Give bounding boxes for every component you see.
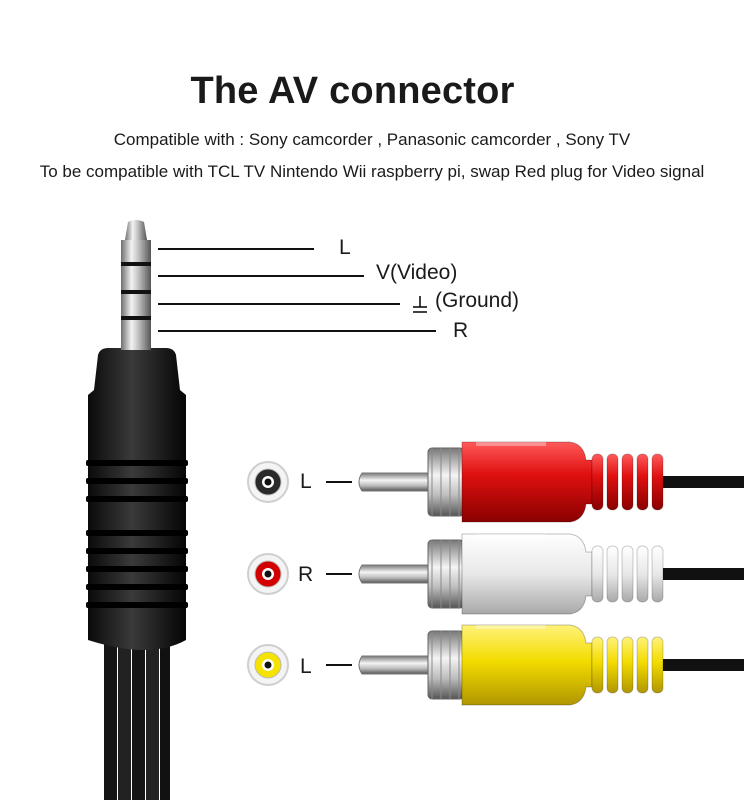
rca-pin-yellow — [358, 655, 431, 675]
rca-label-white: R — [298, 563, 314, 586]
trrs-sleeve — [121, 320, 151, 350]
trrs-cable — [104, 640, 170, 800]
rca-cable-red — [660, 476, 744, 488]
trrs-ring-1 — [121, 240, 151, 262]
rca-body-red — [461, 441, 593, 523]
rca-label-yellow: L — [300, 655, 312, 678]
rca-plug-red — [247, 441, 744, 523]
rca-label-red: L — [300, 470, 312, 493]
pinout-label-ground: (Ground) — [435, 289, 520, 312]
rca-plug-white — [247, 533, 744, 615]
pinout-label-r: R — [453, 319, 469, 342]
rca-cable-white — [660, 568, 744, 580]
rca-body-white — [461, 533, 593, 615]
ground-icon — [413, 296, 427, 313]
trrs-grip-ridges — [86, 460, 188, 608]
compatibility-line-1: Compatible with : Sony camcorder , Panas… — [113, 130, 631, 149]
rca-cable-yellow — [660, 659, 744, 671]
pinout-label-video: V(Video) — [376, 261, 458, 284]
rca-pin-white — [358, 564, 431, 584]
trrs-tip — [125, 220, 147, 240]
compatibility-line-2: To be compatible with TCL TV Nintendo Wi… — [39, 162, 705, 181]
page-title: The AV connector — [190, 70, 515, 112]
rca-pin-red — [358, 472, 431, 492]
trrs-ring-3 — [121, 294, 151, 316]
pinout-label-l: L — [339, 236, 351, 259]
rca-plug-yellow — [247, 624, 744, 706]
trrs-plug — [86, 220, 436, 800]
rca-body-yellow — [461, 624, 593, 706]
trrs-ring-2 — [121, 266, 151, 290]
